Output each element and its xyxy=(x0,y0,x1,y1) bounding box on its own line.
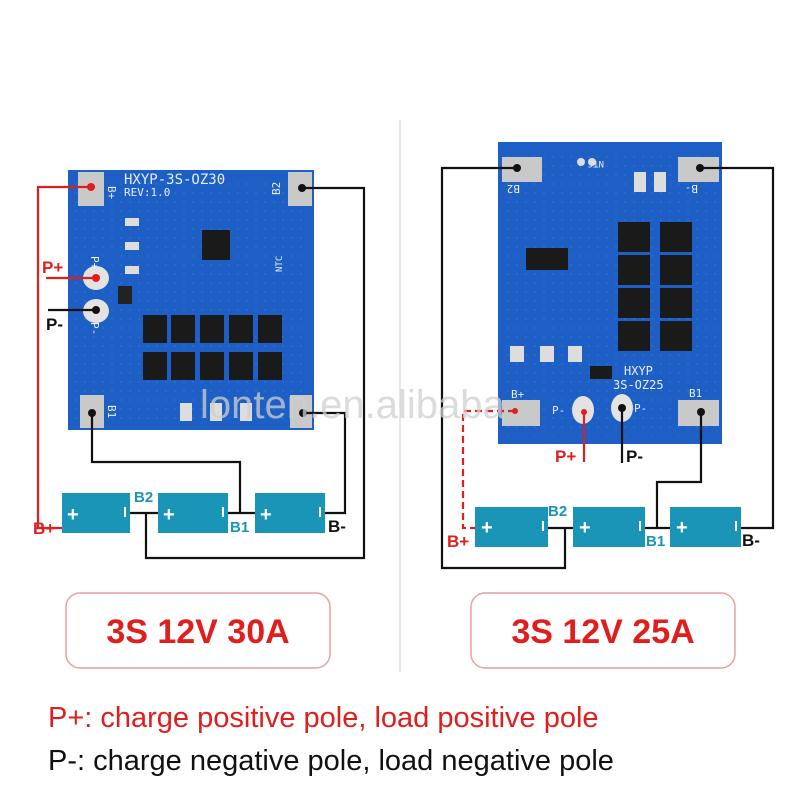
battery-cell xyxy=(670,507,741,547)
silk-p-left: P- xyxy=(552,404,565,417)
silk-b1: B1 xyxy=(105,405,118,418)
spec-box-right xyxy=(470,592,736,669)
battery-cell xyxy=(573,507,645,547)
spec-box-left xyxy=(65,592,331,669)
spec-right: 3S 12V 25A xyxy=(511,613,694,651)
silk-b-plus: B+ xyxy=(511,388,525,401)
svg-text:+: + xyxy=(260,504,272,526)
label-p-minus: P- xyxy=(626,447,643,466)
ic-chip xyxy=(526,248,568,270)
board-model-line2: 3S-OZ25 xyxy=(613,378,664,392)
board-model-line1: HXYP xyxy=(624,364,653,378)
label-b1: B1 xyxy=(646,533,665,550)
label-p-minus: P- xyxy=(46,315,63,334)
pad-b2 xyxy=(502,157,542,182)
label-b-minus: B- xyxy=(742,531,760,550)
board-model: HXYP-3S-OZ30 xyxy=(124,172,225,188)
svg-text:+: + xyxy=(481,517,493,539)
board-rev: REV:1.0 xyxy=(124,186,170,199)
ic-chip xyxy=(202,230,230,260)
label-p-plus: P+ xyxy=(42,258,63,277)
silk-p-minus: P- xyxy=(634,402,647,415)
label-b-plus: B+ xyxy=(447,532,469,551)
left-wiring xyxy=(36,183,366,560)
right-battery-pack: + + + xyxy=(475,507,741,547)
label-b2: B2 xyxy=(134,489,153,506)
svg-text:+: + xyxy=(163,504,175,526)
silk-b2: B2 xyxy=(507,182,520,195)
battery-cell xyxy=(255,493,325,533)
silk-b2: B2 xyxy=(270,182,283,195)
svg-text:+: + xyxy=(676,517,688,539)
silk-ntc: NTC xyxy=(275,256,285,272)
watermark: lonten.en.alibaba xyxy=(200,383,505,427)
silk-b1: B1 xyxy=(689,387,702,400)
label-b1: B1 xyxy=(230,519,249,536)
svg-text:+: + xyxy=(579,517,591,539)
mosfet-array xyxy=(143,315,282,380)
left-battery-pack: + + + xyxy=(62,493,325,533)
pad-b-plus xyxy=(502,400,540,426)
label-b-minus: B- xyxy=(328,517,346,536)
battery-cell xyxy=(62,493,130,533)
silk-b-plus: B+ xyxy=(105,186,118,200)
label-p-plus: P+ xyxy=(555,447,576,466)
mosfet-array xyxy=(618,222,692,351)
label-b-plus: B+ xyxy=(33,519,55,538)
silk-p-minus: P- xyxy=(88,322,101,335)
label-b2: B2 xyxy=(548,503,567,520)
note-p-plus: P+: charge positive pole, load positive … xyxy=(48,702,599,734)
battery-cell xyxy=(475,507,548,547)
battery-cell xyxy=(158,493,228,533)
right-bms-board: B2 B- NTC HXYP 3S-OZ25 B+ P- P- B1 xyxy=(498,142,722,444)
right-wiring xyxy=(440,164,775,570)
svg-text:+: + xyxy=(67,504,79,526)
silk-p-plus: P+ xyxy=(88,256,101,270)
note-p-minus: P-: charge negative pole, load negative … xyxy=(48,745,614,777)
silk-b-minus: B- xyxy=(685,182,698,195)
spec-left: 3S 12V 30A xyxy=(106,613,289,651)
